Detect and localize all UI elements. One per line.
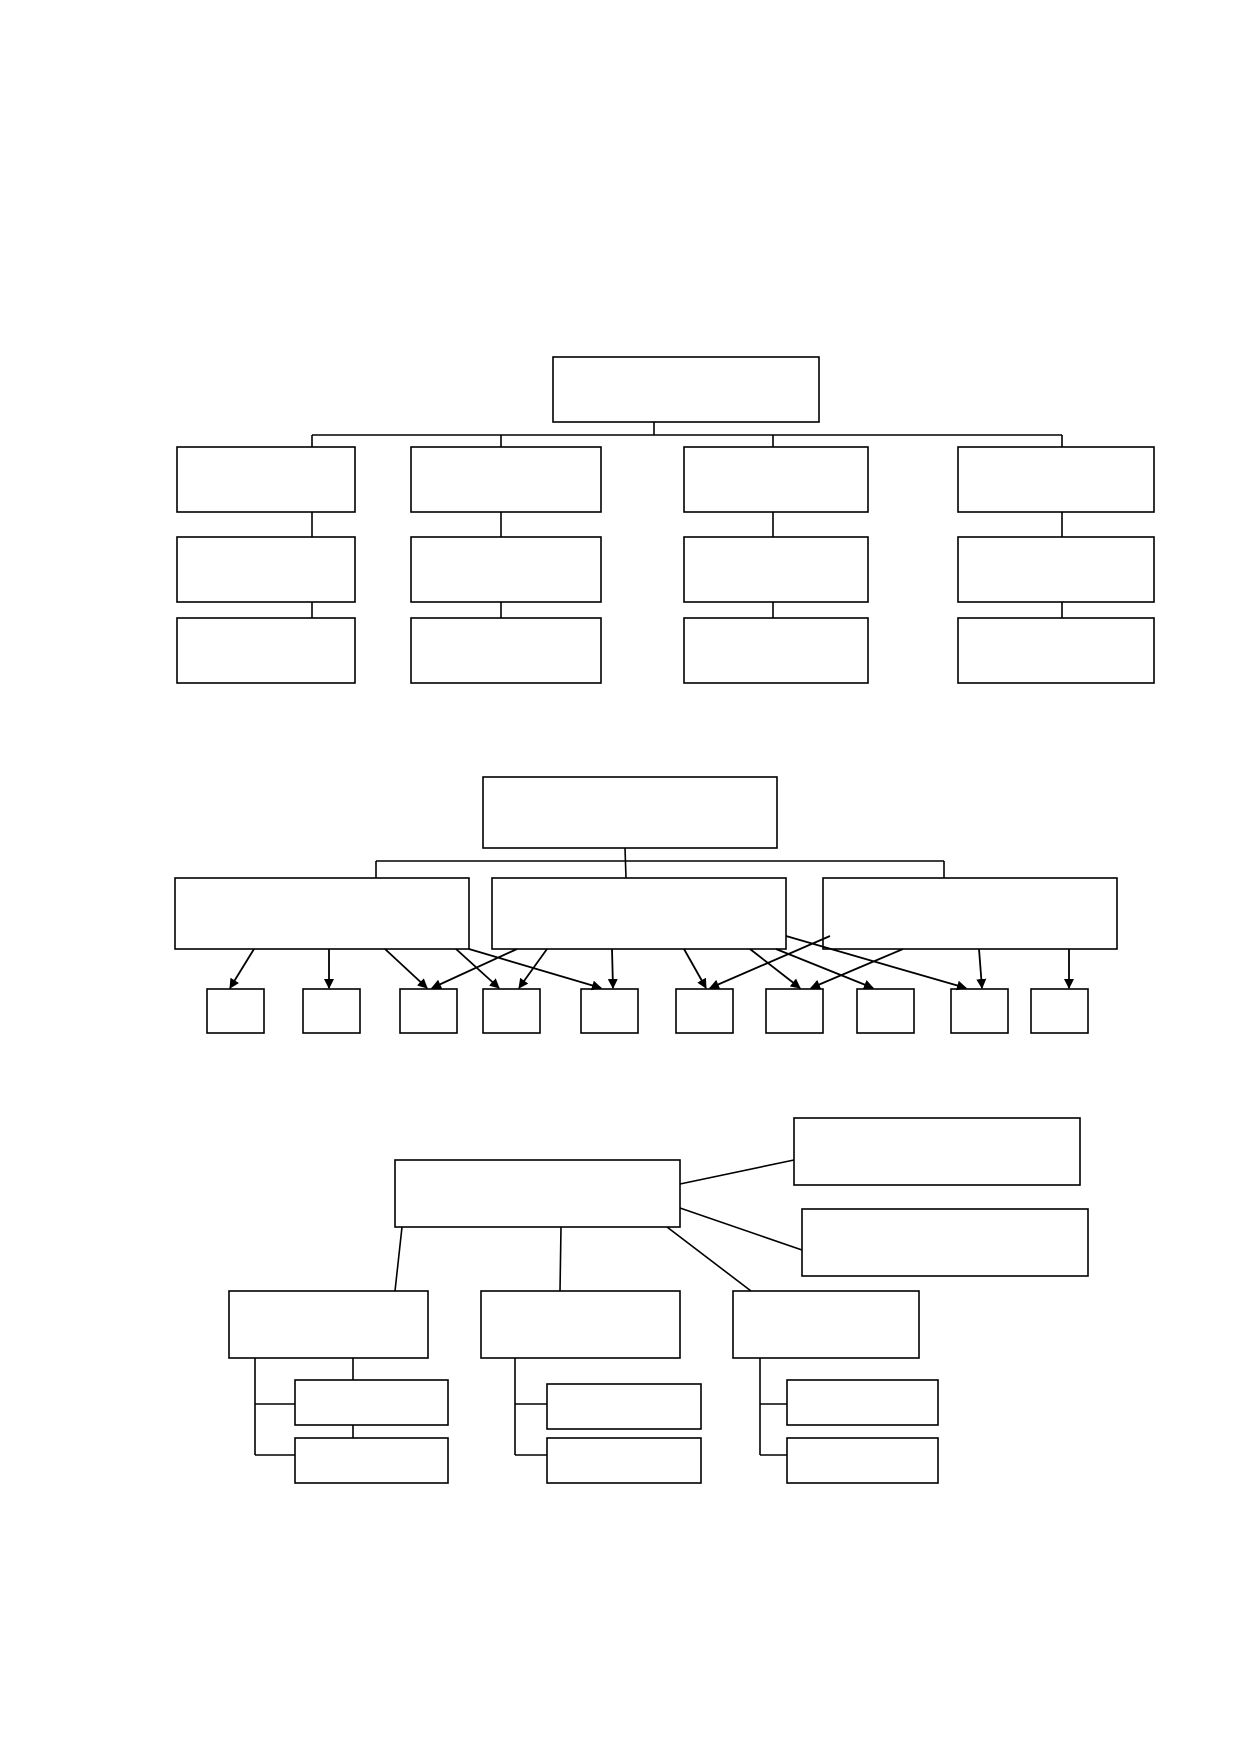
tree-col4-box1	[957, 446, 1155, 513]
network-bottom-box-8	[856, 988, 915, 1034]
child2-sub-box-1	[546, 1383, 702, 1430]
tree-col3-box3	[683, 617, 869, 684]
arrow-m1-b5	[468, 948, 602, 991]
network-bottom-box-1	[206, 988, 265, 1034]
network-connectors	[375, 847, 945, 879]
network-middle-box-3	[822, 877, 1118, 950]
network-bottom-box-6	[675, 988, 734, 1034]
hub-child-box-2	[480, 1290, 681, 1359]
network-arrows	[229, 935, 1074, 991]
tree-root-box	[552, 356, 820, 423]
tree-col2-box2	[410, 536, 602, 603]
hub-diagram	[228, 1117, 1089, 1484]
child2-sub-box-2	[546, 1437, 702, 1484]
network-middle-box-2	[491, 877, 787, 950]
tree-col4-box2	[957, 536, 1155, 603]
arrow-m3-b6	[709, 935, 831, 990]
tree-col2-box1	[410, 446, 602, 513]
tree-col2-box3	[410, 617, 602, 684]
network-middle-box-1	[174, 877, 470, 950]
network-bottom-box-10	[1030, 988, 1089, 1034]
hub-central-box	[394, 1159, 681, 1228]
hub-to-child-1	[394, 1226, 403, 1292]
hub-to-child-3	[666, 1226, 752, 1292]
tree-col3-box2	[683, 536, 869, 603]
arrow-m2-b7	[749, 948, 801, 989]
arrow-m2-b6	[683, 948, 707, 989]
child1-sub-box-2	[294, 1437, 449, 1484]
arrow-m2-b3	[431, 948, 518, 989]
tree-connectors	[311, 422, 1063, 618]
hub-child-box-1	[228, 1290, 429, 1359]
tree-col4-box3	[957, 617, 1155, 684]
arrow-m1-b3	[384, 948, 428, 989]
arrow-m2-b5	[607, 948, 618, 989]
network-bottom-box-7	[765, 988, 824, 1034]
network-bottom-box-5	[580, 988, 639, 1034]
hub-to-side-bottom	[679, 1207, 803, 1251]
hub-connectors	[254, 1159, 803, 1456]
arrow-m2-b8	[775, 948, 874, 990]
network-bottom-box-9	[950, 988, 1009, 1034]
network-diagram	[174, 776, 1118, 1034]
hub-to-child-2	[559, 1226, 562, 1292]
hub-side-box-bottom	[801, 1208, 1089, 1277]
arrow-m3-b9b	[976, 948, 987, 989]
network-bottom-box-4	[482, 988, 541, 1034]
tree-col1-box1	[176, 446, 356, 513]
arrow-m3-b7	[810, 948, 904, 990]
network-bottom-box-2	[302, 988, 361, 1034]
child3-sub-box-2	[786, 1437, 939, 1484]
tree-col1-box3	[176, 617, 356, 684]
tree-col3-box1	[683, 446, 869, 513]
network-root-box	[482, 776, 778, 849]
tree-col1-box2	[176, 536, 356, 603]
arrow-m1-b1	[229, 948, 255, 989]
hub-side-box-top	[793, 1117, 1081, 1186]
arrow-m2-b4	[518, 948, 548, 989]
hub-to-side-top	[679, 1159, 795, 1185]
network-bottom-box-3	[399, 988, 458, 1034]
child1-sub-box-1	[294, 1379, 449, 1426]
tree-diagram	[176, 356, 1155, 684]
child3-sub-box-1	[786, 1379, 939, 1426]
arrow-m1-b4	[455, 948, 500, 989]
network-root-stem	[624, 847, 627, 879]
hub-child-box-3	[732, 1290, 920, 1359]
arrow-m3-b9	[785, 935, 967, 991]
